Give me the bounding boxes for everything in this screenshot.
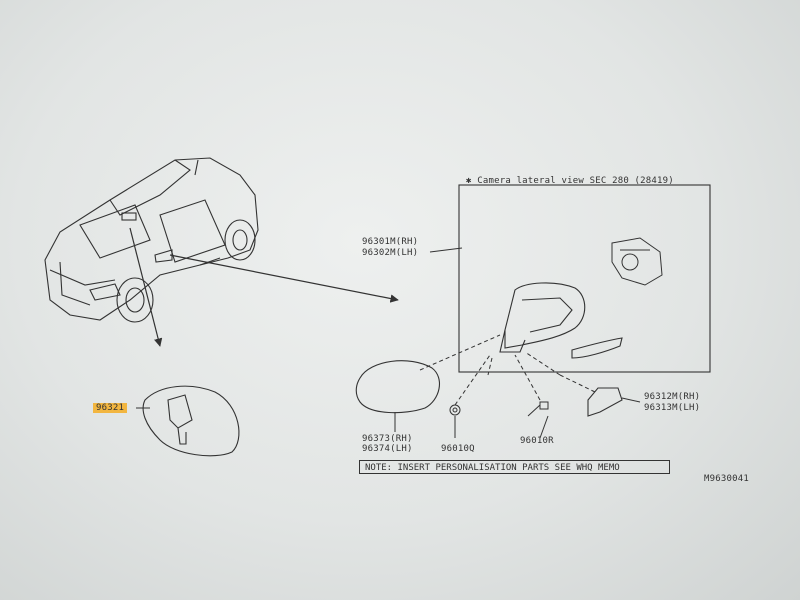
part-label-96373: 96373(RH) bbox=[362, 434, 413, 444]
nut-drawing bbox=[449, 404, 461, 416]
mirror-assembly-drawing bbox=[499, 282, 623, 359]
figure-id: M9630041 bbox=[704, 474, 749, 484]
mirror-glass-drawing bbox=[355, 360, 441, 414]
part-label-96312m: 96312M(RH) bbox=[644, 392, 701, 402]
part-label-96010q: 96010Q bbox=[441, 444, 475, 454]
part-label-96374: 96374(LH) bbox=[362, 444, 413, 454]
leader-lines bbox=[419, 334, 596, 406]
part-label-96313m: 96313M(LH) bbox=[644, 403, 701, 413]
detail-title: ✱ Camera lateral view SEC 280 (28419) bbox=[466, 176, 674, 186]
part-label-96010r: 96010R bbox=[520, 436, 554, 446]
callout-arrows bbox=[129, 227, 399, 347]
detail-box bbox=[458, 184, 711, 373]
note-box: NOTE: INSERT PERSONALISATION PARTS SEE W… bbox=[359, 460, 670, 474]
part-label-96301m: 96301M(RH) bbox=[362, 237, 419, 247]
screw-drawing bbox=[527, 401, 549, 417]
cover-drawing bbox=[587, 387, 623, 417]
car-illustration bbox=[44, 157, 259, 323]
part-label-96302m: 96302M(LH) bbox=[362, 248, 419, 258]
inner-mirror-drawing bbox=[142, 385, 240, 457]
camera-part-drawing bbox=[611, 237, 663, 286]
part-label-96321: 96321 bbox=[93, 403, 128, 413]
